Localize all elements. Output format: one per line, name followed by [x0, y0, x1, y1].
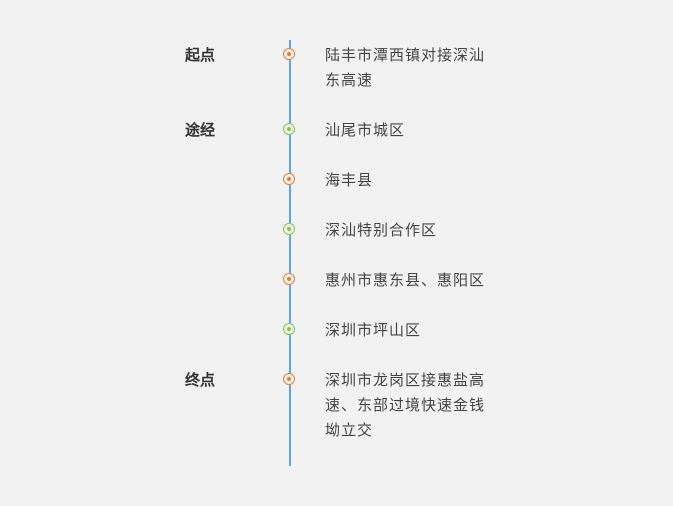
item-text: 惠州市惠东县、惠阳区	[325, 271, 486, 289]
item-text: 深圳市坪山区	[325, 321, 422, 339]
green-dot-icon	[283, 123, 295, 135]
timeline-axis	[289, 40, 291, 466]
route-timeline: 起点 陆丰市潭西镇对接深汕东高速 途经 汕尾市城区 海丰县 深汕特别合作区 惠州…	[0, 43, 673, 468]
green-dot-icon	[283, 223, 295, 235]
item-text: 陆丰市潭西镇对接深汕东高速	[325, 46, 486, 89]
timeline-item-end: 终点 深圳市龙岗区接惠盐高速、东部过境快速金钱坳立交	[0, 368, 673, 468]
timeline-item: 深汕特别合作区	[0, 218, 673, 268]
orange-dot-icon	[283, 173, 295, 185]
item-label: 途经	[185, 121, 216, 139]
item-label: 终点	[185, 371, 216, 389]
item-text: 深汕特别合作区	[325, 221, 438, 239]
item-label: 起点	[185, 46, 216, 64]
timeline-item-via: 途经 汕尾市城区	[0, 118, 673, 168]
timeline-item: 深圳市坪山区	[0, 318, 673, 368]
item-text: 深圳市龙岗区接惠盐高速、东部过境快速金钱坳立交	[325, 371, 486, 439]
item-text: 汕尾市城区	[325, 121, 406, 139]
orange-dot-icon	[283, 48, 295, 60]
orange-dot-icon	[283, 273, 295, 285]
green-dot-icon	[283, 323, 295, 335]
timeline-item-start: 起点 陆丰市潭西镇对接深汕东高速	[0, 43, 673, 118]
timeline-item: 海丰县	[0, 168, 673, 218]
item-text: 海丰县	[325, 171, 374, 189]
orange-dot-icon	[283, 373, 295, 385]
timeline-item: 惠州市惠东县、惠阳区	[0, 268, 673, 318]
